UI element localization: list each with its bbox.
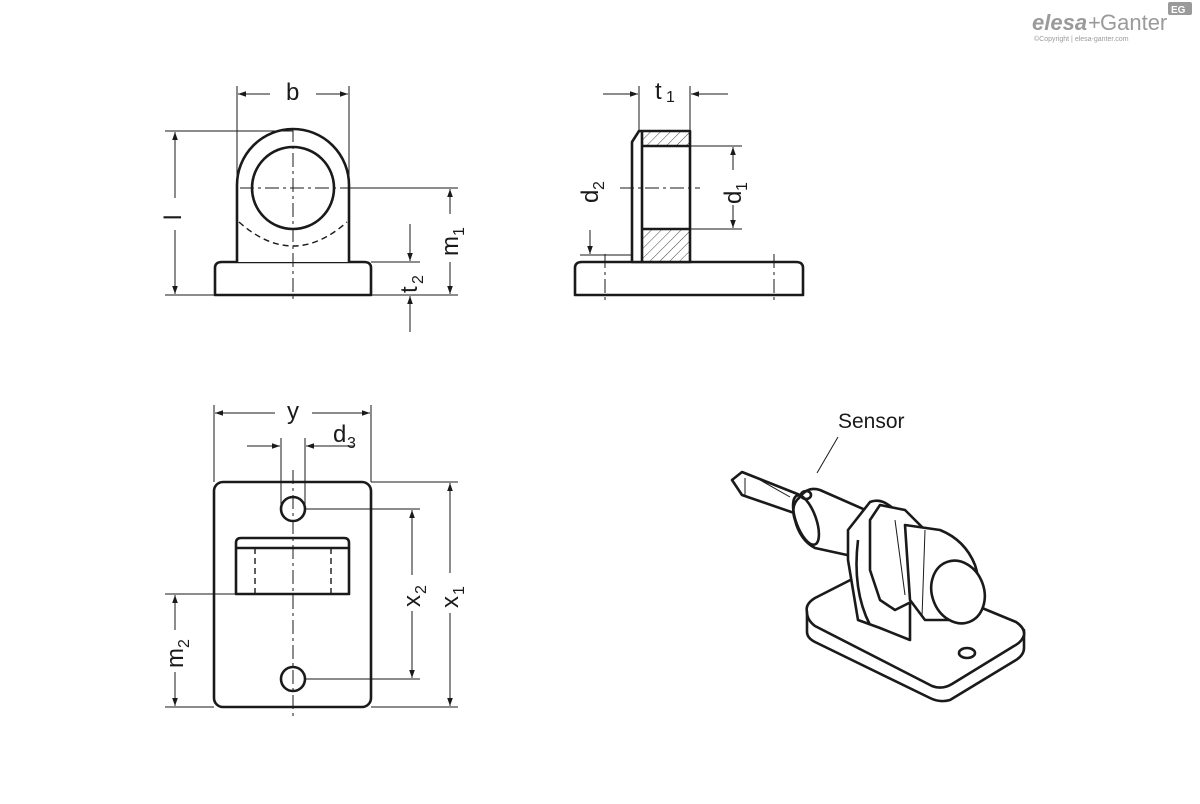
label-d2-main: d — [577, 190, 604, 203]
label-l: l — [160, 215, 187, 220]
label-t2: t 2 — [396, 275, 427, 293]
top-view: y d 3 x 1 x 2 m 2 — [162, 398, 468, 718]
label-m2-sub: 2 — [176, 639, 193, 648]
label-d2: d 2 — [577, 181, 608, 203]
label-t2-main: t — [396, 286, 423, 293]
side-view: t 1 d 1 d 2 — [573, 78, 805, 302]
brand-name-part2: Ganter — [1100, 10, 1167, 35]
sensor-callout: Sensor — [838, 410, 905, 433]
iso-sensor-led — [799, 489, 813, 501]
label-m1-sub: 1 — [451, 227, 468, 236]
label-m1-main: m — [437, 236, 464, 256]
side-base — [573, 260, 805, 297]
label-x2: x 2 — [399, 585, 430, 607]
label-d2-sub: 2 — [591, 181, 608, 190]
isometric-view: Sensor — [730, 410, 1026, 703]
brand-copyright: ©Copyright | elesa-ganter.com — [1034, 35, 1129, 43]
label-m2-main: m — [162, 648, 189, 668]
label-x1: x 1 — [437, 586, 468, 608]
label-t2-sub: 2 — [410, 275, 427, 284]
iso-upright-edge — [855, 539, 872, 626]
label-x2-sub: 2 — [413, 585, 430, 594]
iso-sensor-rear-cap — [791, 494, 821, 546]
label-y: y — [287, 398, 299, 425]
front-view: b l m 1 t 2 — [160, 79, 468, 332]
brand-plus: + — [1088, 10, 1101, 35]
brand-mark-box — [1168, 2, 1192, 15]
label-t1-sub: 1 — [666, 89, 675, 106]
sensor-leader-line — [816, 436, 839, 474]
brand-mark: EG — [1171, 5, 1186, 16]
brand-name-part1: elesa — [1032, 10, 1087, 35]
label-b: b — [286, 79, 299, 106]
label-d1-main: d — [720, 191, 747, 204]
iso-cable-line — [759, 479, 791, 498]
iso-nut-edge — [894, 519, 906, 596]
iso-barrel-thread — [921, 529, 926, 618]
label-x1-sub: 1 — [451, 586, 468, 595]
label-x2-main: x — [399, 595, 426, 607]
label-d3-sub: 3 — [347, 435, 356, 452]
label-m1: m 1 — [437, 227, 468, 256]
iso-sensor-face — [929, 559, 987, 625]
label-d1-sub: 1 — [734, 182, 751, 191]
label-d1: d 1 — [720, 182, 751, 204]
brand-logo: elesa + Ganter EG ©Copyright | elesa-gan… — [1032, 2, 1192, 43]
iso-base-hole — [957, 646, 977, 660]
side-hatch-bottom — [642, 229, 689, 261]
label-d3-main: d — [333, 421, 346, 448]
label-m2: m 2 — [162, 639, 193, 668]
label-t1-main: t — [655, 78, 662, 105]
label-x1-main: x — [437, 596, 464, 608]
side-hatch-top — [642, 132, 689, 146]
